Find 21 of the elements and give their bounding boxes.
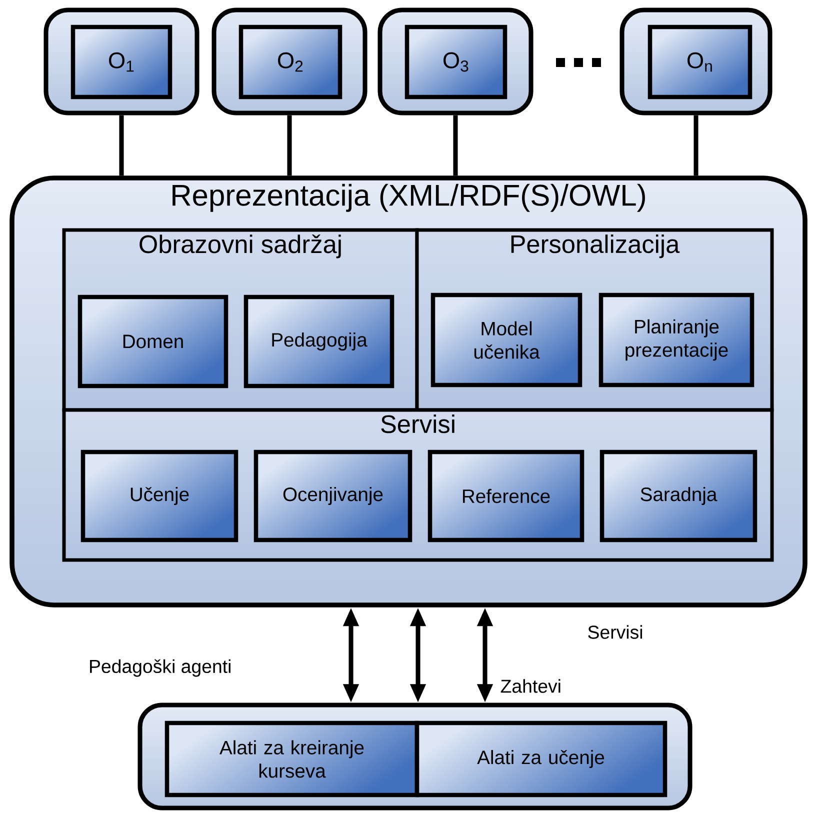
connector-line (453, 115, 458, 176)
ontology-box: O$_{2}$ (238, 24, 342, 100)
module-box: Planiranje prezentacije (598, 292, 754, 388)
arrow-label: Zahtevi (500, 679, 560, 693)
module-box: Alati za kreiranje kurseva (164, 720, 420, 798)
ontology-box: O$_{1}$ (70, 24, 172, 100)
module-box: Model učenika (430, 292, 582, 388)
module-box: Ocenjivanje (254, 450, 412, 542)
connector-line (694, 115, 698, 176)
connector-line (287, 115, 292, 176)
module-box: Saradnja (600, 450, 758, 542)
module-box: Alati za učenje (414, 720, 668, 798)
module-box: Reference (428, 450, 584, 542)
arrow-label: Pedagoški agenti (90, 659, 230, 677)
ontology-box: O$_{3}$ (404, 24, 508, 100)
module-box: Pedagogija (244, 294, 394, 388)
module-box: Učenje (80, 450, 238, 542)
module-box: Domen (78, 294, 228, 388)
arrow-label: Servisi (588, 625, 642, 639)
ontology-box: O$_{n}$ (648, 24, 752, 100)
connector-line (119, 115, 124, 176)
